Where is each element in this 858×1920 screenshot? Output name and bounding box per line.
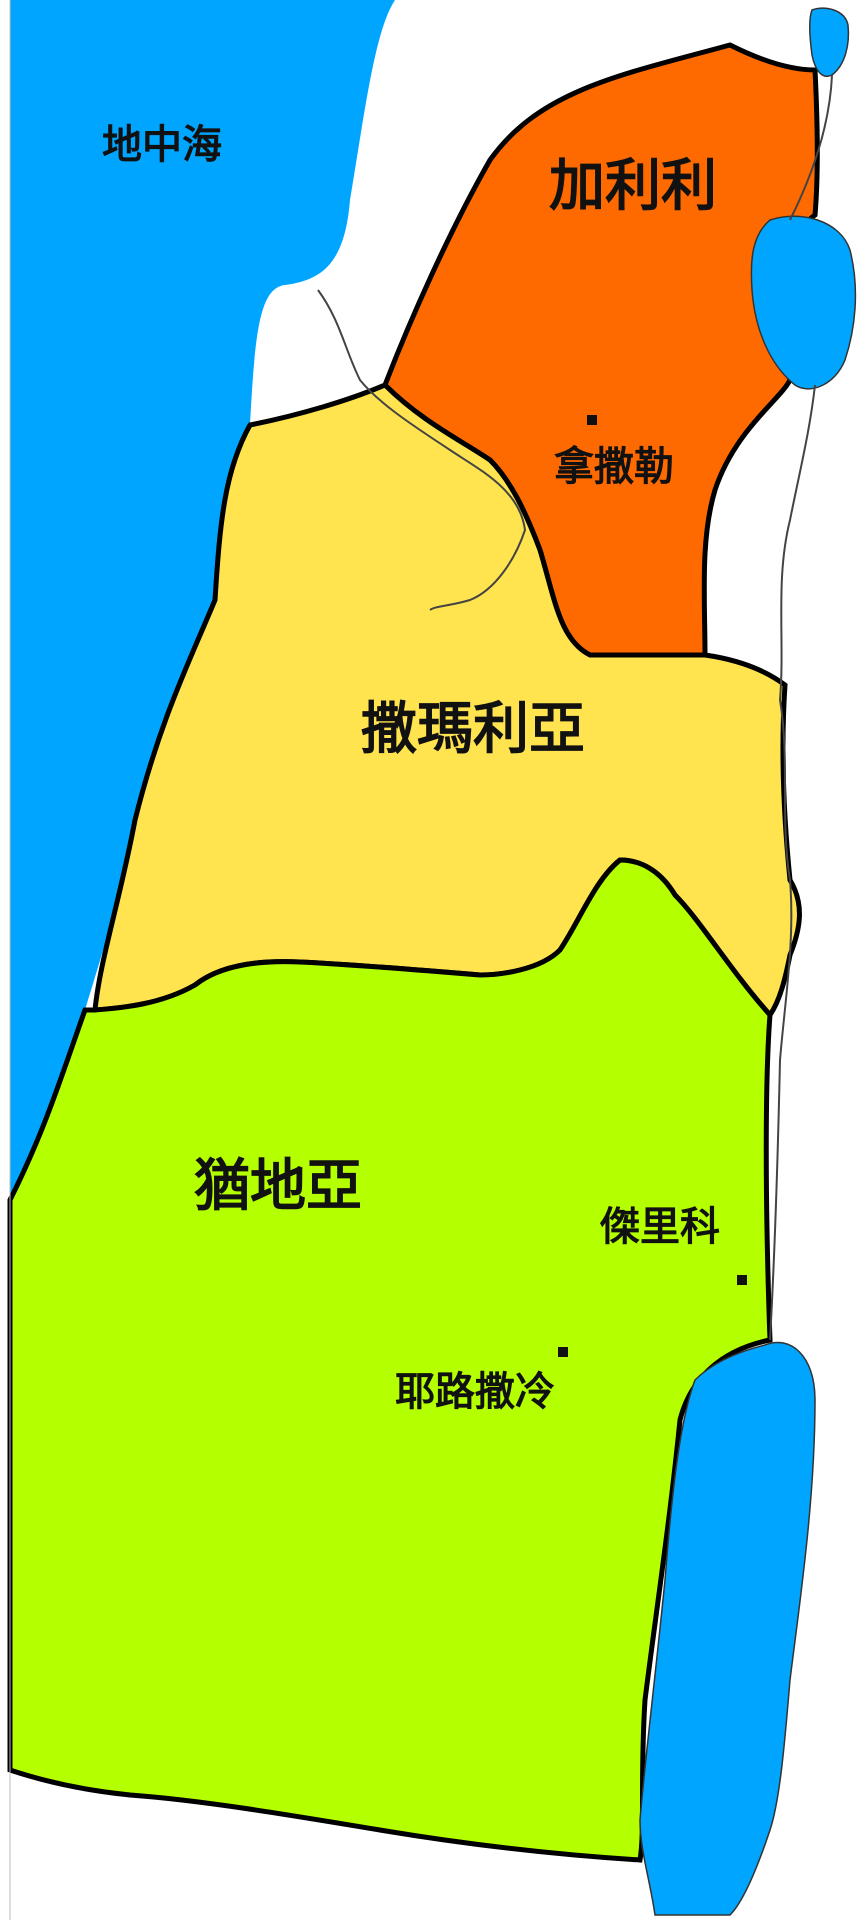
jordan-river (769, 74, 833, 1341)
label-jericho: 傑里科 (599, 1204, 720, 1250)
city-marker-jericho (737, 1275, 747, 1285)
city-marker-nazareth (587, 415, 597, 425)
label-judea: 猶地亞 (194, 1154, 362, 1219)
dead-sea (639, 1341, 816, 1916)
label-mediterranean-sea: 地中海 (102, 122, 222, 168)
sea-of-galilee (750, 215, 857, 390)
label-samaria: 撒瑪利亞 (361, 697, 585, 762)
label-jerusalem: 耶路撒冷 (395, 1369, 555, 1415)
mediterranean-sea (10, 0, 395, 1200)
city-marker-jerusalem (558, 1347, 568, 1357)
kishon-river (317, 289, 527, 611)
label-galilee: 加利利 (549, 154, 717, 219)
label-nazareth: 拿撒勒 (553, 444, 674, 490)
region-judea (7, 857, 773, 1863)
